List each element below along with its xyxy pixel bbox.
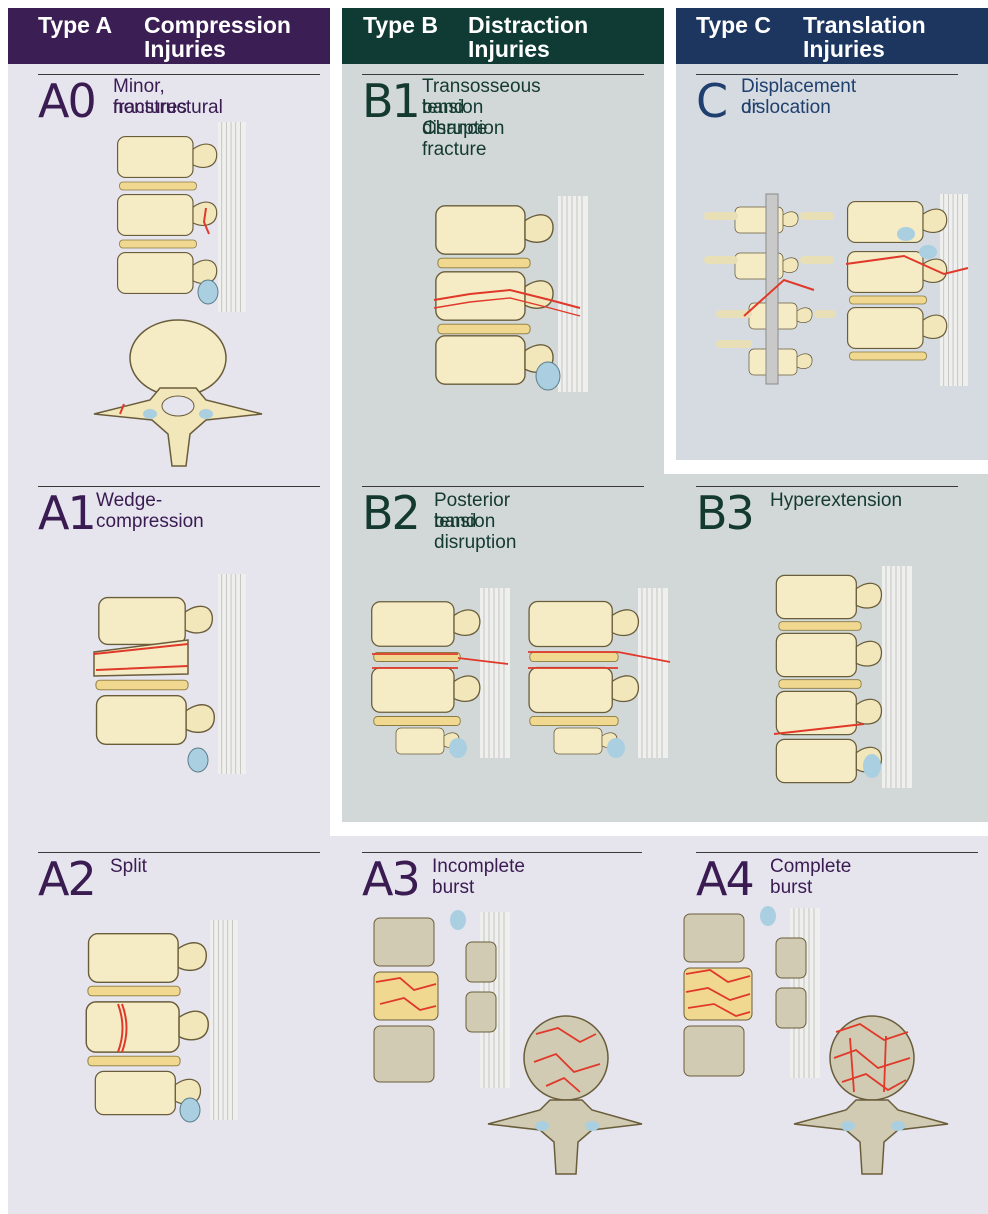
panel-label: band disruption [434, 511, 516, 553]
header-line2: Injuries [468, 37, 550, 61]
header-type-a: Type A Compression Injuries [8, 8, 330, 64]
a3-axial-illustration [484, 1012, 644, 1176]
panel-code: A1 [38, 490, 95, 536]
a0-axial-vertebra-illustration [90, 318, 270, 470]
panel-label: Hyperextension [770, 490, 902, 511]
panel-label: Chance fracture [422, 118, 488, 160]
header-type-b: Type B Distraction Injuries [342, 8, 664, 64]
panel-label: Wedge-compression [96, 490, 204, 532]
panel-code: B1 [362, 78, 419, 124]
panel-code: C [696, 78, 726, 124]
header-type-label: Type B [363, 13, 438, 37]
panel-label: Incomplete burst [432, 856, 525, 898]
b3-hyperextension-illustration [772, 566, 922, 788]
header-line1: Translation [803, 13, 926, 37]
panel-label: Complete burst [770, 856, 851, 898]
b1-chance-fracture-illustration [430, 196, 590, 392]
panel-code: B3 [696, 490, 753, 536]
panel-code: A0 [38, 78, 95, 124]
header-line1: Compression [144, 13, 291, 37]
panel-label: fractures [113, 97, 187, 118]
panel-label: Split [110, 856, 147, 877]
panel-code: A2 [38, 856, 95, 902]
a2-split-fracture-illustration [80, 920, 240, 1120]
header-line1: Distraction [468, 13, 588, 37]
header-line2: Injuries [144, 37, 226, 61]
b2-illustration-right [524, 588, 674, 758]
panel-code: A3 [362, 856, 419, 902]
panel-code: B2 [362, 490, 419, 536]
panel-code: A4 [696, 856, 753, 902]
c-lateral-view-illustration [844, 194, 974, 386]
a4-axial-illustration [790, 1012, 950, 1176]
panel-label: dislocation [741, 97, 831, 118]
header-line2: Injuries [803, 37, 885, 61]
divider [696, 74, 958, 75]
b2-illustration-left [368, 588, 514, 758]
a0-lateral-spine-illustration [108, 122, 248, 312]
header-type-c: Type C Translation Injuries [676, 8, 988, 64]
header-type-label: Type A [38, 13, 112, 37]
header-type-label: Type C [696, 13, 771, 37]
a1-wedge-compression-illustration [88, 574, 248, 774]
c-ap-view-illustration [704, 194, 834, 386]
